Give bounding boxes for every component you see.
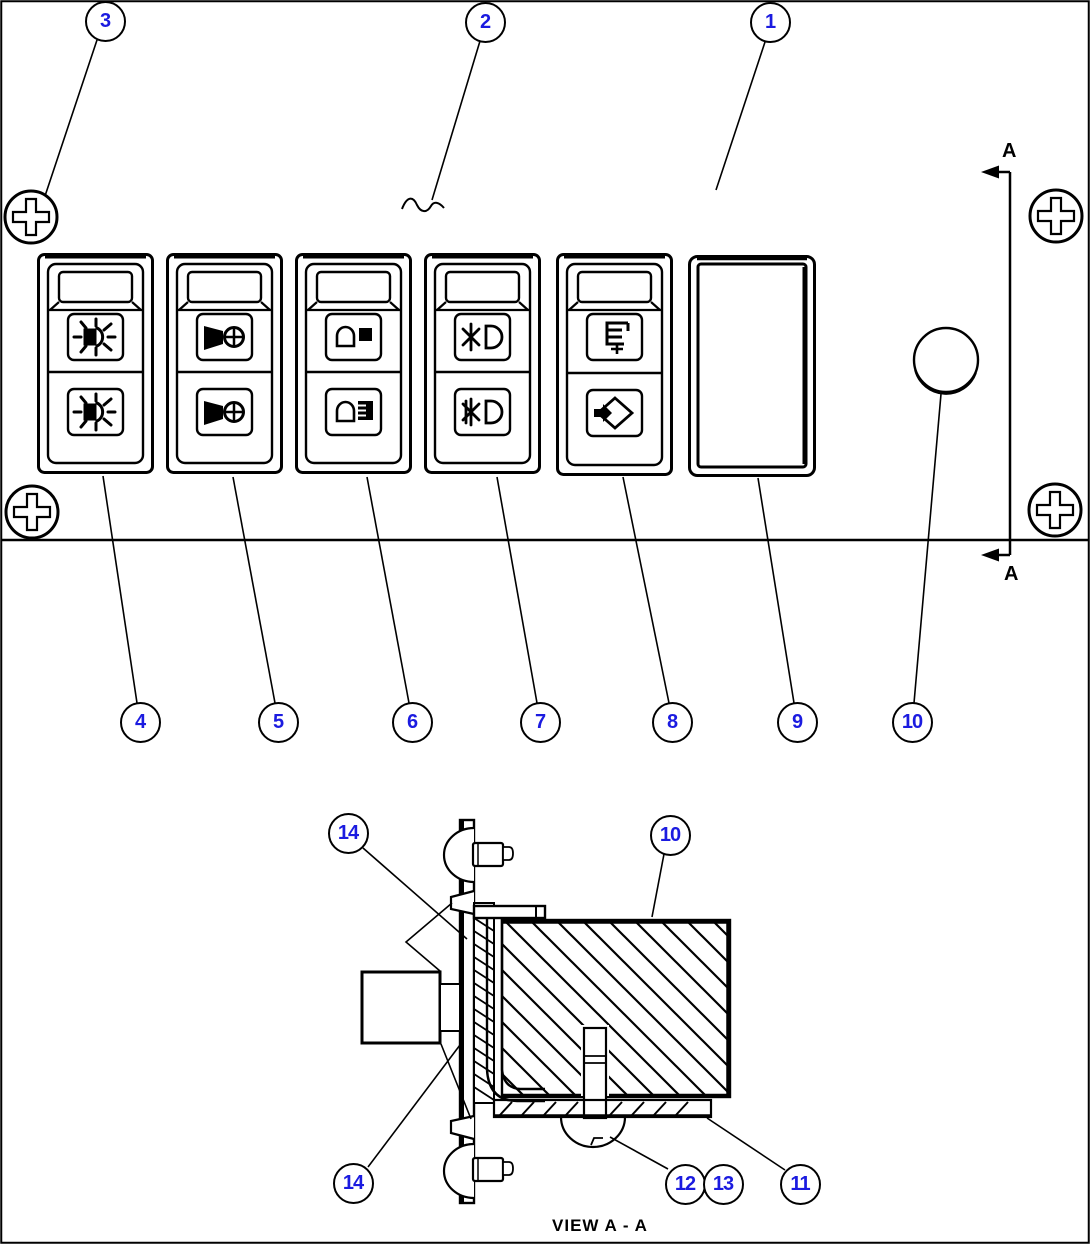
headlight-low-striped-icon: [335, 400, 373, 423]
rear-fog-light-icon: [461, 397, 504, 427]
headlight-beam-icon: [204, 401, 245, 425]
callout-balloon-10: 10: [891, 701, 933, 743]
callout-number: 3: [99, 9, 111, 32]
rocker-switch-5[interactable]: [556, 253, 673, 476]
mounting-bolt-bottom: [471, 1156, 514, 1183]
callout-balloon-4: 4: [119, 701, 161, 743]
diamond-arrow-icon: [594, 396, 635, 430]
rocker-switch-2[interactable]: [166, 253, 283, 474]
break-line: [404, 902, 453, 972]
callout-balloon-5: 5: [257, 701, 299, 743]
callout-number: 7: [534, 710, 546, 733]
front-view: [2, 165, 1088, 562]
view-title: VIEW A - A: [552, 1216, 648, 1235]
callout-number: 1: [764, 10, 776, 33]
hoist-icon: [605, 321, 630, 354]
callout-balloon-1: 1: [749, 1, 791, 43]
callout-balloon-14-bottom: 14: [332, 1162, 374, 1204]
callout-balloon-7: 7: [519, 701, 561, 743]
callout-number: 14: [337, 821, 359, 844]
callout-number: 10: [659, 823, 681, 846]
wire-connector: [360, 970, 461, 1045]
callout-number: 6: [406, 710, 418, 733]
callout-balloon-13: 13: [702, 1163, 744, 1205]
callout-number: 2: [479, 10, 491, 33]
callout-balloon-11: 11: [779, 1163, 821, 1205]
screw-icon: [1027, 482, 1083, 538]
screw-icon: [3, 189, 59, 245]
callout-balloon-2: 2: [464, 1, 506, 43]
callout-balloon-6: 6: [391, 701, 433, 743]
rocker-switch-1[interactable]: [37, 253, 154, 474]
switch-body-section: [500, 918, 732, 1099]
section-arrow-bottom-icon: [981, 548, 999, 562]
leader-lines: [44, 39, 942, 1171]
rocker-switch-4[interactable]: [424, 253, 541, 474]
round-plug-hole: [912, 326, 980, 395]
callout-number: 10: [901, 710, 923, 733]
section-marker-a-top: A: [1002, 140, 1017, 162]
mounting-screws: [3, 188, 1084, 540]
headlight-beam-icon: [204, 326, 245, 350]
break-line: [440, 1043, 472, 1120]
retainer-strip: [492, 1098, 713, 1119]
callout-balloon-9: 9: [776, 701, 818, 743]
fog-light-icon: [461, 322, 504, 352]
callout-number: 11: [790, 1172, 810, 1195]
section-marker-a-bottom: A: [1004, 563, 1019, 585]
mounting-bolt-top: [471, 841, 514, 868]
panel-surface-mark: [401, 197, 445, 213]
section-arrow-top-icon: [981, 165, 999, 179]
callout-number: 4: [134, 710, 146, 733]
screw-icon: [4, 484, 60, 540]
work-light-icon: [72, 317, 117, 357]
callout-number: 9: [791, 710, 803, 733]
section-view: [360, 818, 732, 1205]
rocker-switch-3[interactable]: [295, 253, 412, 474]
callout-number: 12: [674, 1172, 696, 1195]
blank-switch-panel: [688, 255, 816, 477]
headlight-low-icon: [335, 325, 372, 348]
callout-balloon-8: 8: [651, 701, 693, 743]
section-line-a-a: [981, 165, 1012, 562]
callout-balloon-3: 3: [84, 0, 126, 42]
screw-icon: [1028, 188, 1084, 244]
callout-balloon-14-top: 14: [327, 812, 369, 854]
callout-balloon-10-section: 10: [649, 814, 691, 856]
callout-number: 13: [712, 1172, 734, 1195]
callout-balloon-12: 12: [664, 1163, 706, 1205]
gasket-strip: [473, 902, 495, 1104]
threaded-stud: [581, 1025, 609, 1120]
work-light-icon: [72, 392, 117, 432]
callout-number: 5: [272, 710, 284, 733]
callout-number: 8: [666, 710, 678, 733]
callout-number: 14: [342, 1171, 364, 1194]
dome-nut: [559, 1116, 627, 1149]
